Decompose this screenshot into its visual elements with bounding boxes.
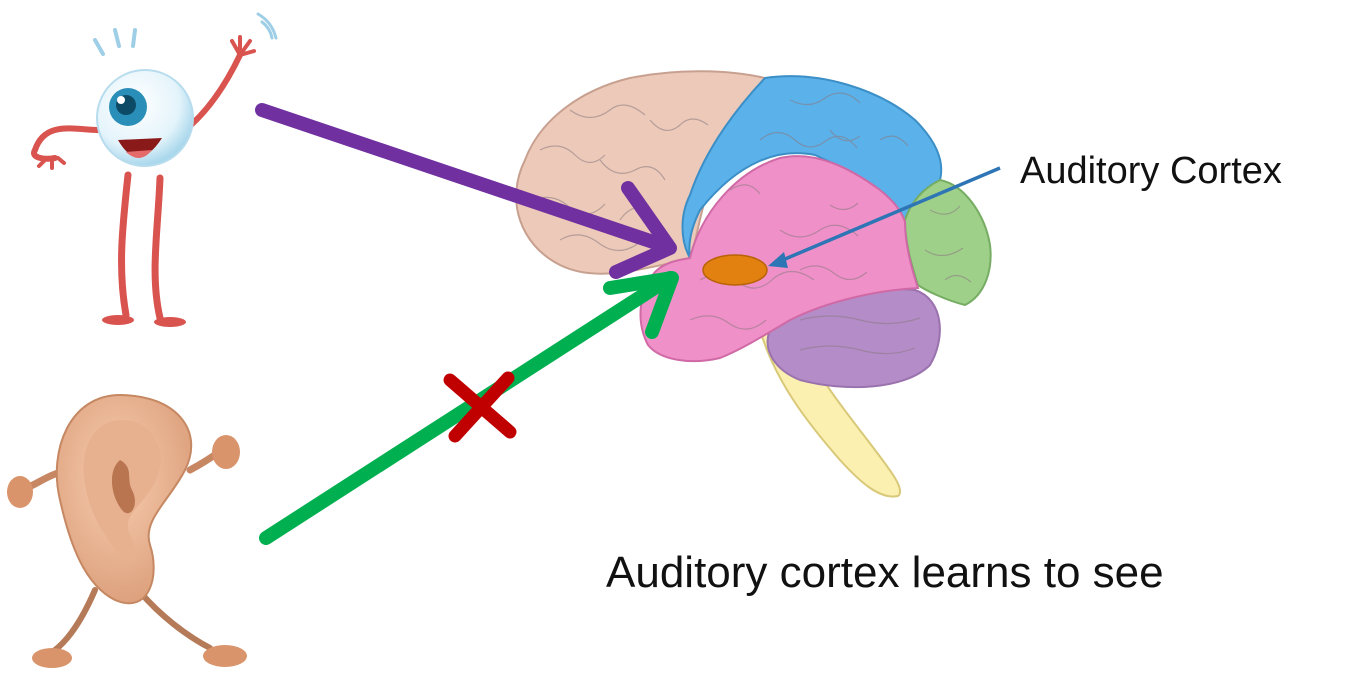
diagram-caption: Auditory cortex learns to see [606,548,1164,598]
auditory-cortex-highlight [703,255,767,285]
auditory-cortex-label: Auditory Cortex [1020,150,1282,193]
auditory-input-arrow [266,278,672,538]
eye-character-icon [34,14,276,327]
ear-character-icon [7,395,247,668]
brain-illustration [516,71,990,496]
